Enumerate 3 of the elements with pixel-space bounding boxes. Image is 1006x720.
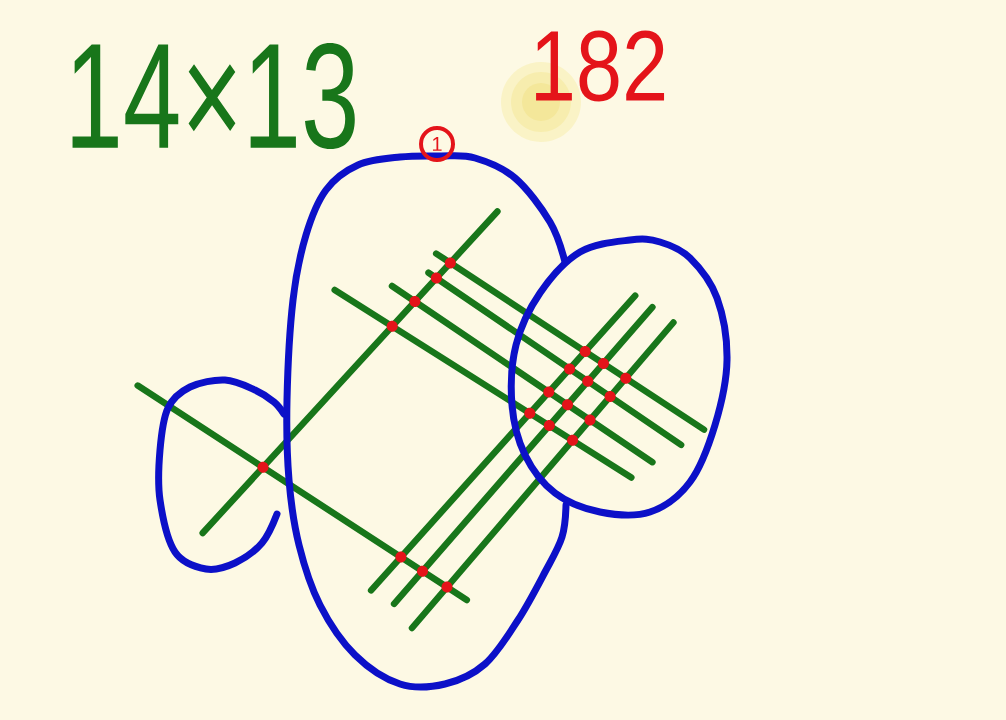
answer-text: 182 (536, 30, 665, 102)
circled-digit: 1 (419, 126, 455, 162)
problem-text: 14×13 (72, 42, 355, 150)
